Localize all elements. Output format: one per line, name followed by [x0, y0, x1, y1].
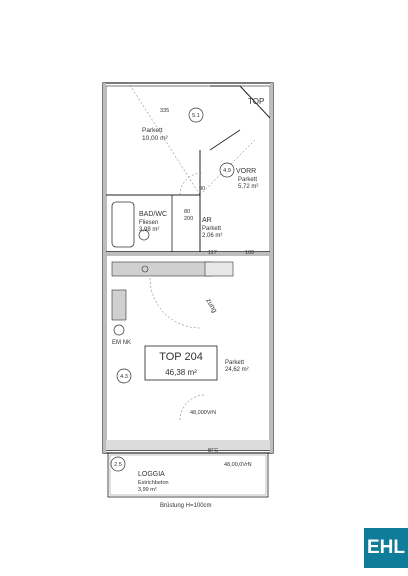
unit-box — [144, 345, 218, 381]
toilet — [138, 229, 150, 241]
room-ar-area: 2,06 m² — [202, 233, 222, 239]
diag-2 — [199, 139, 256, 196]
marker-circle-2 — [219, 162, 235, 178]
vrn-label-2: 48,00,0VrN — [224, 462, 252, 468]
em-nk-label: EM NK — [112, 340, 131, 346]
room-wohnen-area: 24,62 m² — [225, 367, 249, 373]
room-bad-area: 3,98 m² — [139, 227, 159, 233]
diag-1 — [129, 84, 201, 196]
kitchen — [111, 261, 234, 336]
marker-49: 4.9 — [223, 168, 231, 174]
dim-90: 90 — [199, 186, 205, 192]
room-wohnen-floor: Parkett — [225, 360, 244, 366]
appliance — [204, 261, 234, 277]
dim-200: 200 — [184, 216, 193, 222]
corner-wall — [239, 85, 271, 119]
top-label: TOP — [248, 97, 264, 106]
stove — [113, 324, 125, 336]
zung-label: zung — [204, 298, 218, 315]
markers: 5.1 4.9 4.3 2.5 — [110, 107, 235, 472]
room-ar-name: AR — [202, 217, 212, 224]
room-loggia-name: LOGGIA — [138, 471, 165, 478]
unit-name: TOP 204 — [159, 351, 203, 363]
room-parkett-name: Parkett — [142, 127, 163, 134]
marker-25: 2.5 — [114, 462, 122, 468]
marker-51: 5.1 — [192, 113, 200, 119]
marker-circle-3 — [116, 368, 132, 384]
window-sill — [106, 440, 270, 450]
counter-top — [111, 261, 213, 277]
door-swing-3 — [179, 394, 206, 421]
ehl-logo-text: EHL — [367, 537, 405, 558]
room-bad-floor: Fliesen — [139, 220, 158, 226]
brustung-label: Brüstung H=100cm — [160, 503, 212, 509]
loggia-frame — [107, 452, 269, 498]
walls — [102, 82, 274, 498]
marker-43: 4.3 — [120, 374, 128, 380]
door-swings — [129, 84, 256, 421]
wall-fill — [103, 83, 273, 453]
ehl-logo: EHL — [364, 528, 408, 568]
room-vorr-name: VORR — [236, 168, 256, 175]
side-counter — [111, 289, 127, 321]
dim-335: 335 — [160, 108, 169, 114]
unit-area: 46,38 m² — [165, 368, 197, 377]
wall-fill-mid — [106, 252, 270, 256]
room-parkett-area: 10,00 m² — [142, 135, 168, 142]
loggia-inner — [109, 454, 267, 496]
door-swing-2 — [149, 277, 201, 329]
room-loggia-area: 3,99 m² — [138, 487, 157, 493]
vorr-wall — [209, 129, 241, 151]
marker-circle-1 — [188, 107, 204, 123]
dim-117: 117 — [208, 250, 217, 256]
wall-fill-left — [103, 83, 106, 453]
room-vorr-area: 5,72 m² — [238, 184, 258, 190]
room-loggia-floor: Estrichbeton — [138, 480, 169, 486]
room-ar-floor: Parkett — [202, 226, 221, 232]
bathtub — [111, 201, 135, 248]
sink — [141, 265, 149, 273]
bfg-label: BFG — [208, 448, 218, 454]
room-bad-name: BAD/WC — [139, 211, 167, 218]
door-swing-1 — [179, 172, 203, 196]
room-vorr-floor: Parkett — [238, 177, 257, 183]
vrn-label-1: 48,000VrN — [190, 410, 216, 416]
marker-circle-4 — [110, 456, 126, 472]
dim-80: 80 — [184, 209, 190, 215]
dim-100: 100 — [245, 250, 254, 256]
wall-fill-right — [270, 83, 273, 453]
